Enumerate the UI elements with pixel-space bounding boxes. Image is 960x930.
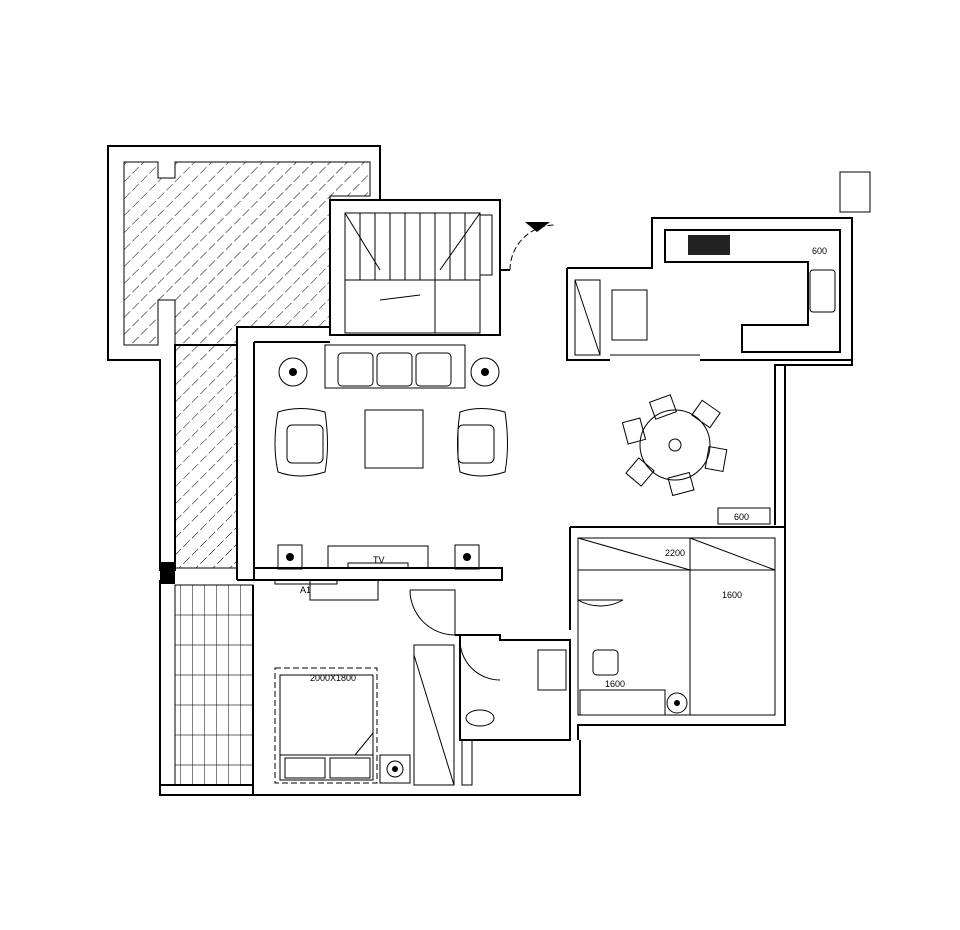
- dim-sideboard: 600: [734, 512, 749, 522]
- bedroom-bottom: [159, 580, 581, 796]
- entry-door[interactable]: [509, 224, 556, 271]
- dim-kitchen: 600: [812, 246, 827, 256]
- bedroom-right: [569, 365, 786, 740]
- dining-table: [621, 394, 728, 497]
- bathroom: [455, 634, 571, 786]
- dim-desk: 1600: [605, 679, 625, 689]
- living-room: [236, 269, 510, 601]
- bed-size-label: 2000X1800: [310, 673, 356, 683]
- entrance-arrow-icon: [525, 222, 550, 232]
- dim-wardrobe: 2200: [665, 548, 685, 558]
- balcony-floor: [174, 584, 254, 786]
- terrace: [107, 145, 381, 584]
- dim-bed2-width: 1600: [722, 590, 742, 600]
- kitchen: [566, 171, 871, 525]
- tv-label: TV: [373, 555, 385, 565]
- column: [160, 562, 175, 584]
- sideboard: [717, 507, 771, 525]
- staircase: [329, 199, 501, 336]
- ac-label: A1: [300, 585, 311, 595]
